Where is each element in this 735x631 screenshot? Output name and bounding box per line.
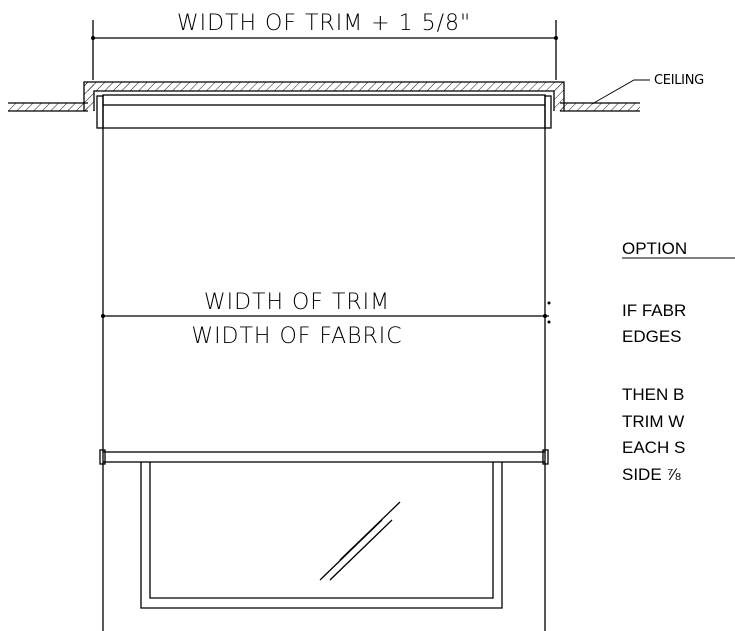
- overall-width-label: WIDTH OF TRIM + 1 5/8": [177, 11, 471, 36]
- bottom-rail: [99, 449, 549, 465]
- note-line-3: THEN B: [622, 385, 684, 404]
- trim-width-label: WIDTH OF TRIM: [204, 290, 390, 315]
- headbox-trim: [83, 81, 565, 111]
- trim-fabric-dimension: WIDTH OF TRIM WIDTH OF FABRIC: [101, 290, 551, 349]
- roller-tube: [96, 94, 552, 129]
- note-heading: OPTION: [622, 239, 687, 258]
- note-line-6: SIDE ⅞: [622, 465, 681, 484]
- ceiling-label: CEILING: [654, 73, 704, 88]
- ceiling-right: [560, 102, 640, 112]
- note-line-4: TRIM W: [622, 412, 684, 431]
- window-frame: [102, 462, 546, 631]
- note-line-5: EACH S: [622, 438, 685, 457]
- fabric-width-label: WIDTH OF FABRIC: [191, 324, 402, 349]
- ceiling-leader: CEILING: [591, 73, 704, 105]
- note-line-2: EDGES: [622, 327, 682, 346]
- overall-width-dimension: WIDTH OF TRIM + 1 5/8": [91, 11, 558, 80]
- fabric-panel: [102, 105, 546, 452]
- option-note: OPTION IF FABR EDGES THEN B TRIM W EACH …: [622, 239, 735, 484]
- note-line-1: IF FABR: [622, 301, 686, 320]
- ceiling-left: [8, 102, 88, 112]
